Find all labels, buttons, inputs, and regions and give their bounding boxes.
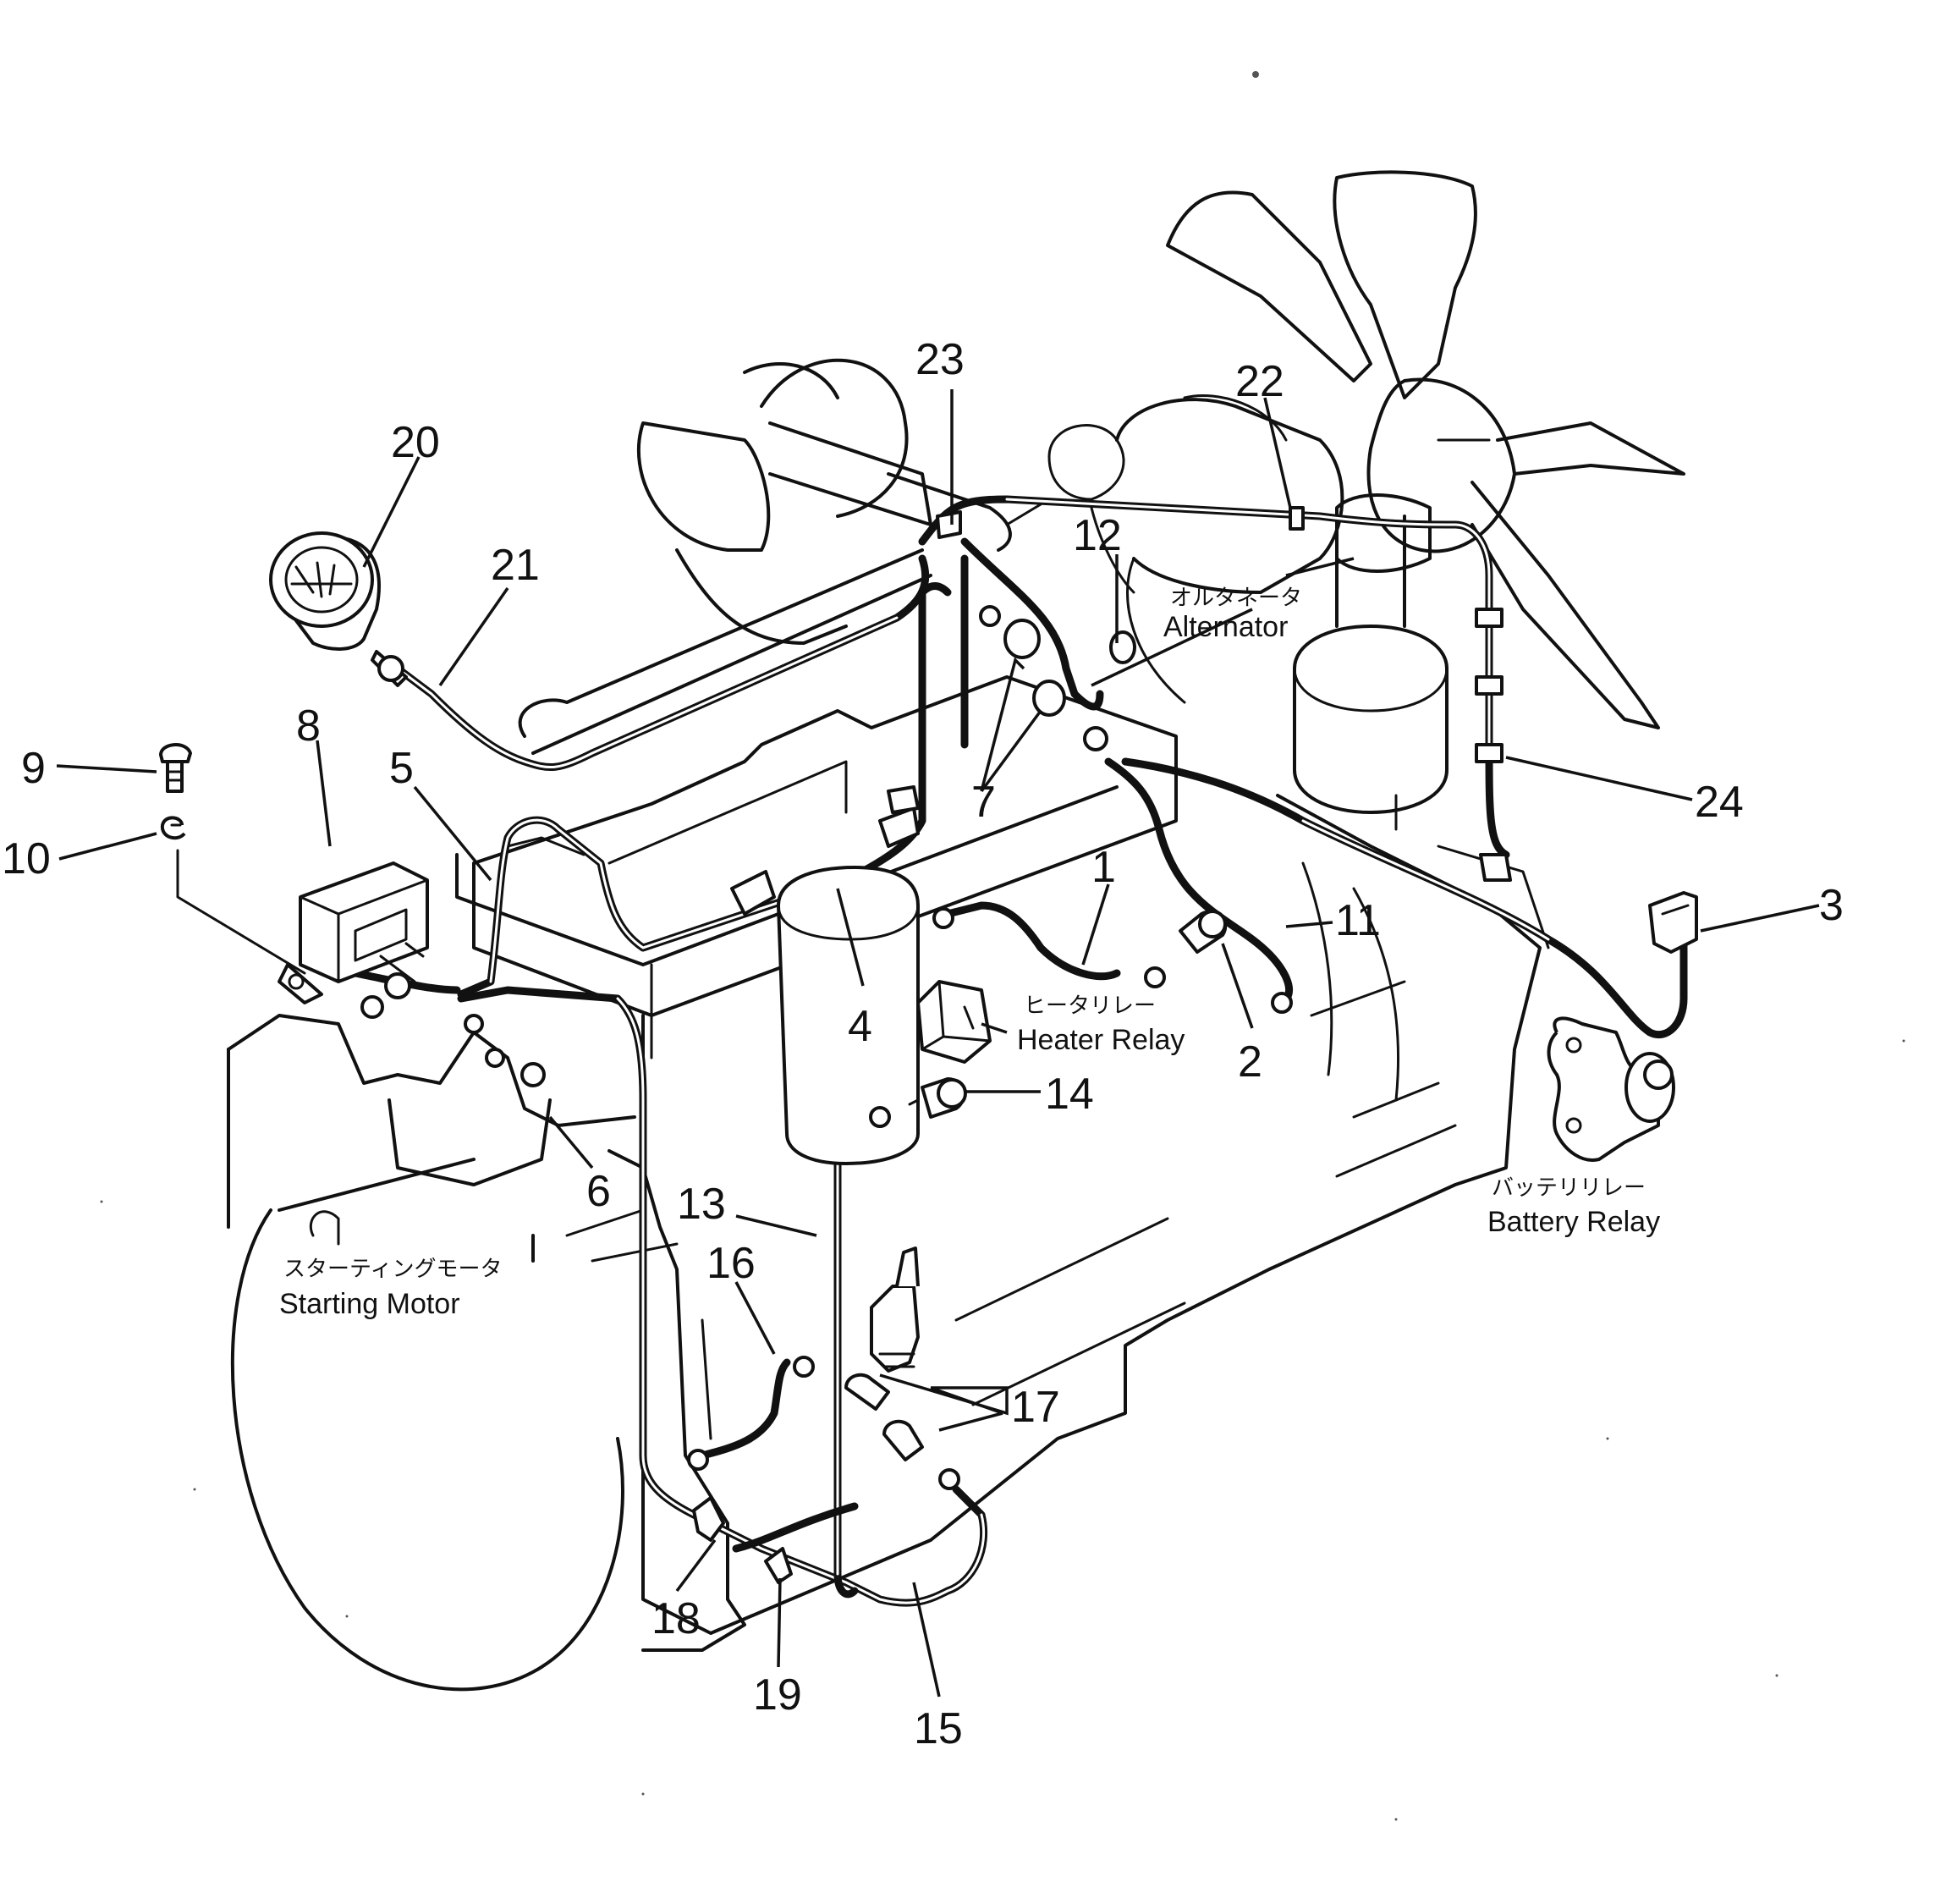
callout-4: 4 (848, 1002, 872, 1051)
callout-21: 21 (491, 541, 540, 590)
callout-2: 2 (1238, 1037, 1262, 1087)
washer-icon (160, 816, 186, 840)
battery-relay-label: Battery Relay (1487, 1206, 1660, 1238)
alternator-label-jp: オルタネータ (1170, 586, 1302, 611)
callout-8: 8 (296, 702, 321, 751)
callout-12: 12 (1073, 511, 1122, 560)
battery-relay-icon (1547, 1016, 1675, 1162)
clamp-icon (692, 506, 1512, 1584)
callout-11: 11 (1335, 896, 1381, 945)
terminal-cap-icon (979, 605, 1136, 751)
washer-leader (176, 849, 306, 975)
scan-noise (100, 71, 1905, 1821)
ring-terminal-icon (464, 907, 1293, 1490)
heater-relay-icon (916, 980, 992, 1064)
alternator-label: Alternator (1163, 611, 1288, 643)
callout-23: 23 (915, 335, 965, 384)
callout-14: 14 (1045, 1070, 1094, 1119)
component-labels: オルタネータ Alternator ヒータリレー Heater Relay バッ… (279, 586, 1660, 1320)
terminal-cap-icon (1179, 910, 1228, 954)
callout-18: 18 (651, 1594, 701, 1643)
callout-17: 17 (1011, 1383, 1060, 1432)
heater-relay-label: Heater Relay (1017, 1024, 1185, 1056)
callout-20: 20 (391, 418, 440, 467)
bolt-icon (159, 743, 192, 793)
callout-3: 3 (1819, 881, 1844, 930)
callout-19: 19 (753, 1670, 802, 1720)
callout-16: 16 (706, 1239, 756, 1288)
starting-motor-label-jp: スターティングモータ (283, 1257, 502, 1282)
callout-15: 15 (914, 1704, 963, 1753)
regulator-icon (278, 861, 429, 1019)
switch-icon (844, 1246, 924, 1461)
callout-24: 24 (1695, 778, 1744, 827)
callout-10: 10 (2, 834, 51, 883)
battery-relay-label-jp: バッテリリレー (1492, 1175, 1646, 1201)
heater-relay-label-jp: ヒータリレー (1024, 993, 1156, 1019)
terminal-cap-icon (908, 1077, 967, 1119)
callout-6: 6 (586, 1167, 611, 1216)
engine-block (227, 170, 1685, 1692)
callout-1: 1 (1091, 843, 1116, 892)
callout-5: 5 (389, 744, 414, 793)
callout-numbers: 1 2 3 4 5 6 7 8 9 10 11 12 13 14 15 16 1… (2, 335, 1844, 1753)
callout-13: 13 (677, 1180, 726, 1229)
wiring-harness (351, 495, 1688, 1607)
connector-icon (1648, 891, 1698, 954)
gauge-icon (269, 531, 408, 687)
callout-22: 22 (1235, 357, 1284, 406)
starting-motor-label: Starting Motor (279, 1288, 460, 1320)
filter-canister-icon (730, 806, 920, 1165)
callout-7: 7 (971, 778, 996, 827)
leader-lines (56, 389, 1820, 1698)
callout-9: 9 (21, 744, 46, 793)
